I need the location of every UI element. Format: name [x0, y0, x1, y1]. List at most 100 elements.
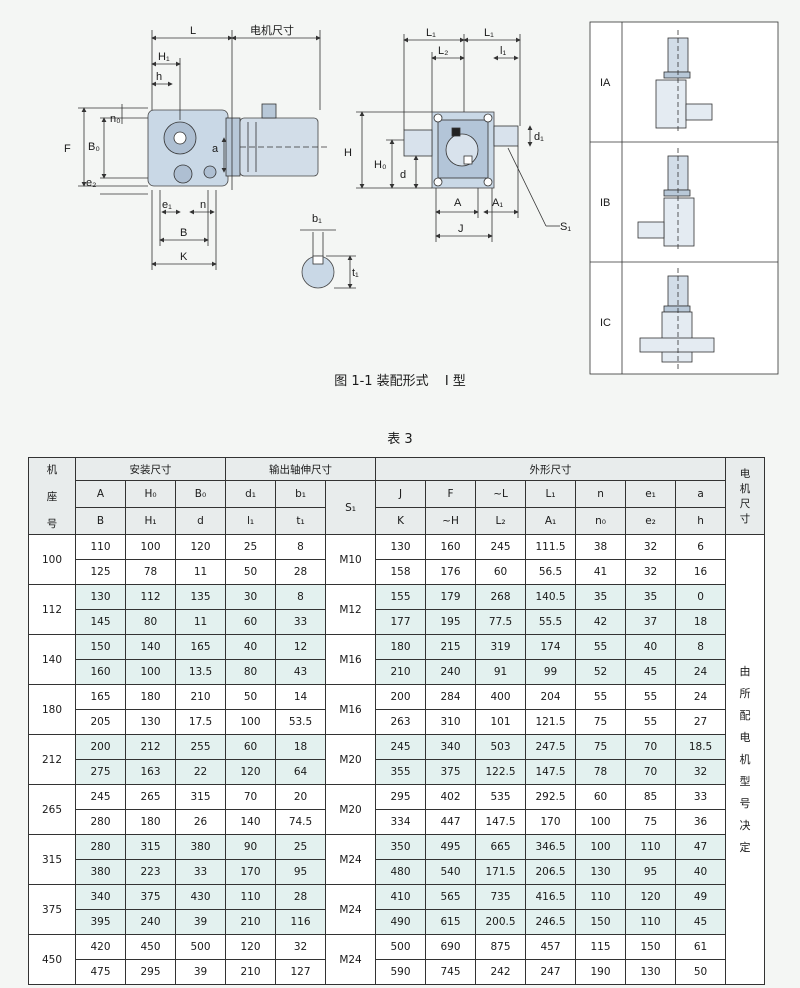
table-cell: 61: [675, 934, 727, 960]
table-cell: 615: [425, 909, 477, 935]
table-cell: 25: [225, 534, 277, 560]
table-cell: 150: [75, 634, 126, 660]
table-cell: 174: [525, 634, 577, 660]
table-cell: 45: [675, 909, 727, 935]
table-cell: 204: [525, 684, 577, 710]
cell-model: 100: [28, 534, 76, 585]
table-cell: 41: [575, 559, 627, 585]
header-col-top: n: [575, 480, 627, 508]
table-cell: 74.5: [275, 809, 327, 835]
table-cell: 245: [75, 784, 126, 810]
table-cell: 40: [225, 634, 277, 660]
table-cell: 56.5: [525, 559, 577, 585]
table-cell: 115: [575, 934, 627, 960]
table-cell: 242: [475, 959, 527, 985]
table-cell: 200: [75, 734, 126, 760]
table-cell: 11: [174, 559, 227, 585]
table-cell: 110: [625, 834, 677, 860]
table-cell: 99: [525, 659, 577, 685]
table-cell: 210: [375, 659, 427, 685]
header-col-top: L₁: [525, 480, 577, 508]
table-cell: 75: [575, 734, 627, 760]
table-cell: 49: [675, 884, 727, 910]
table-cell: 122.5: [475, 759, 527, 785]
table-cell: 25: [275, 834, 327, 860]
table-cell: 340: [75, 884, 126, 910]
header-col-top: b₁: [275, 480, 327, 508]
table-cell: 101: [475, 709, 527, 735]
table-cell: 205: [75, 709, 126, 735]
table-cell: 346.5: [525, 834, 577, 860]
header-col-top: e₁: [625, 480, 677, 508]
figure-caption-text: 图 1-1 装配形式: [334, 374, 429, 389]
header-col-bottom: K: [375, 507, 427, 535]
table-cell: 43: [275, 659, 327, 685]
table-cell: 292.5: [525, 784, 577, 810]
table-cell: 64: [275, 759, 327, 785]
table-cell: 14: [275, 684, 327, 710]
table-cell: 310: [425, 709, 477, 735]
table-cell: 36: [675, 809, 727, 835]
table-cell: 150: [625, 934, 677, 960]
mount-label-ib: IB: [600, 197, 610, 209]
mount-type-panel: [589, 21, 779, 375]
table-cell: 11: [174, 609, 227, 635]
table-cell: 430: [174, 884, 227, 910]
table-cell: 179: [425, 584, 477, 610]
dim-label-d: d: [400, 169, 406, 181]
dim-label-t1: t₁: [352, 267, 359, 279]
header-col-top: B₀: [174, 480, 227, 508]
table-cell: 90: [225, 834, 277, 860]
table-cell: 215: [425, 634, 477, 660]
table-cell: 247: [525, 959, 577, 985]
table-cell: 315: [174, 784, 227, 810]
table-cell: 75: [625, 809, 677, 835]
table-cell: 246.5: [525, 909, 577, 935]
table-cell: 120: [174, 534, 227, 560]
table-cell: 590: [375, 959, 427, 985]
table-cell: 12: [275, 634, 327, 660]
table-cell: 50: [675, 959, 727, 985]
table-cell: 42: [575, 609, 627, 635]
table-cell: 75: [575, 709, 627, 735]
front-view-gearbox: [403, 111, 519, 189]
table-cell: 319: [475, 634, 527, 660]
table-cell: 127: [275, 959, 327, 985]
table-cell: 24: [675, 659, 727, 685]
cell-model: 315: [28, 834, 76, 885]
cell-model: 140: [28, 634, 76, 685]
table-cell: 245: [475, 534, 527, 560]
table-cell: 8: [275, 584, 327, 610]
table-cell: 60: [575, 784, 627, 810]
header-col-top: F: [425, 480, 477, 508]
header-col-bottom: A₁: [525, 507, 577, 535]
table-cell: 116: [275, 909, 327, 935]
table-cell: 280: [75, 809, 126, 835]
table-cell: 40: [675, 859, 727, 885]
table-cell: 47: [675, 834, 727, 860]
table-cell: 52: [575, 659, 627, 685]
table-cell: 190: [575, 959, 627, 985]
table-cell: 100: [575, 834, 627, 860]
mount-label-ia: IA: [600, 77, 611, 89]
dim-label-n: n: [200, 199, 206, 211]
table-cell: 38: [575, 534, 627, 560]
header-col-bottom: h: [675, 507, 727, 535]
header-col-top: A: [75, 480, 126, 508]
table-cell: 375: [125, 884, 176, 910]
table-cell: 147.5: [475, 809, 527, 835]
table-cell: 30: [225, 584, 277, 610]
table-cell: 665: [475, 834, 527, 860]
table-cell: 147.5: [525, 759, 577, 785]
table-cell: 420: [75, 934, 126, 960]
table-cell: 28: [275, 884, 327, 910]
table-cell: 100: [125, 659, 176, 685]
table-cell: 457: [525, 934, 577, 960]
